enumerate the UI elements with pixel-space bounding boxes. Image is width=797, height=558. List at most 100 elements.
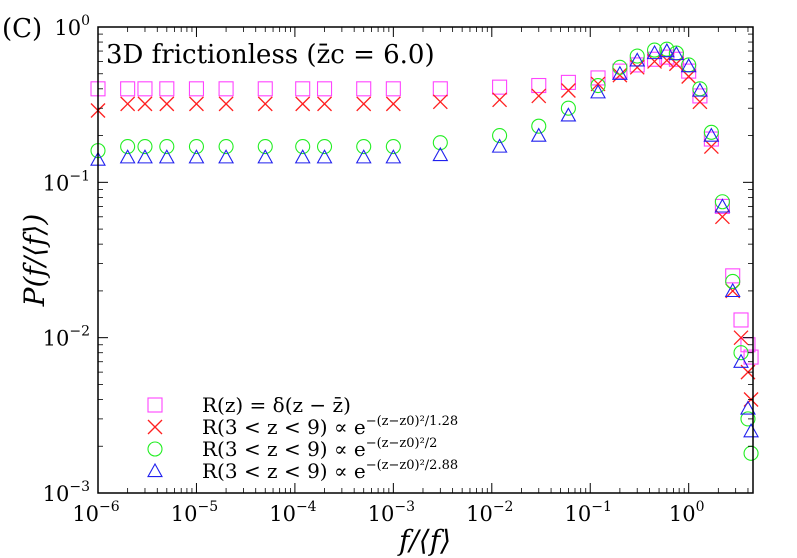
data-point	[733, 312, 749, 328]
data-point	[316, 81, 333, 97]
series-4	[90, 42, 759, 438]
data-point	[724, 282, 741, 298]
data-point	[188, 96, 204, 112]
data-point	[560, 74, 576, 90]
data-point	[646, 44, 663, 60]
x-axis-label: f/⟨f⟩	[397, 524, 451, 557]
x-tick-label: 10−2	[466, 499, 513, 526]
data-point	[188, 149, 205, 164]
data-point	[740, 411, 756, 427]
series-2	[90, 52, 759, 407]
data-point	[733, 330, 749, 346]
data-point	[137, 96, 153, 112]
series-1	[90, 49, 759, 365]
legend-entry-1: R(z) = δ(z − z̄)	[147, 393, 351, 417]
plot-area	[90, 41, 759, 461]
data-point	[703, 127, 720, 142]
data-point	[432, 146, 449, 162]
data-point	[257, 138, 273, 155]
data-point	[531, 118, 547, 134]
data-point	[295, 81, 311, 97]
data-point	[492, 79, 508, 95]
data-point	[432, 81, 448, 97]
data-point	[629, 52, 646, 67]
data-point	[159, 81, 175, 97]
chart-title: 3D frictionless (z̄c = 6.0)	[106, 40, 435, 70]
data-point	[740, 400, 756, 415]
data-point	[355, 149, 372, 164]
data-point	[531, 77, 547, 94]
y-axis-label: P(f/⟨f⟩)	[18, 214, 51, 308]
data-point	[658, 42, 675, 58]
data-point	[612, 59, 628, 75]
data-point	[218, 96, 234, 112]
legend-marker	[147, 397, 163, 413]
y-tick-label: 10−1	[43, 168, 90, 195]
data-point	[120, 81, 136, 97]
data-point	[629, 57, 645, 73]
y-tick-label: 100	[54, 13, 90, 40]
data-point	[316, 138, 333, 155]
data-point	[590, 76, 606, 92]
data-point	[257, 81, 273, 97]
data-point	[590, 77, 606, 94]
data-point	[612, 63, 628, 79]
y-tick-label: 10−3	[43, 479, 90, 506]
legend-label: R(z) = δ(z − z̄)	[202, 393, 351, 417]
data-point	[680, 57, 697, 73]
data-point	[137, 81, 153, 97]
data-point	[385, 96, 401, 112]
legend-marker	[147, 419, 163, 435]
data-point	[218, 138, 234, 155]
legend-entry-3: R(3 < z < 9) ∝ e−(z−z0)²/2	[147, 436, 437, 461]
data-point	[158, 149, 175, 164]
data-point	[137, 149, 153, 164]
data-point	[692, 94, 708, 110]
data-point	[295, 96, 311, 112]
data-point	[159, 138, 175, 155]
legend-entry-2: R(3 < z < 9) ∝ e−(z−z0)²/1.28	[147, 414, 458, 439]
data-point	[492, 92, 508, 108]
y-tick-label: 10−2	[43, 324, 90, 351]
data-point	[120, 138, 136, 155]
x-tick-label: 100	[669, 499, 705, 526]
legend-marker	[147, 441, 163, 457]
data-point	[691, 82, 708, 97]
data-point	[590, 70, 606, 86]
data-point	[385, 149, 402, 164]
data-point	[590, 84, 606, 99]
data-point	[119, 149, 136, 164]
data-point	[188, 81, 204, 97]
data-point	[159, 96, 175, 112]
data-point	[743, 423, 759, 438]
data-point	[560, 107, 577, 122]
x-tick-label: 10−4	[269, 499, 316, 526]
data-point	[385, 138, 401, 155]
data-point	[714, 198, 731, 213]
data-point	[432, 94, 448, 110]
panel-label: (C)	[2, 14, 42, 44]
data-point	[356, 138, 372, 155]
data-point	[317, 96, 332, 112]
x-tick-label: 10−6	[72, 499, 119, 526]
data-point	[432, 135, 448, 151]
data-point	[629, 48, 645, 64]
data-point	[725, 273, 741, 290]
data-point	[703, 124, 719, 140]
legend-label: R(3 < z < 9) ∝ e−(z−z0)²/1.28	[202, 414, 458, 439]
data-point	[703, 139, 719, 154]
data-point	[356, 81, 372, 97]
data-point	[257, 96, 273, 112]
data-point	[295, 138, 311, 155]
data-point	[218, 149, 235, 164]
data-point	[530, 127, 547, 142]
data-point	[294, 149, 311, 164]
data-point	[385, 81, 401, 97]
x-tick-label: 10−1	[565, 499, 612, 526]
data-point	[743, 445, 759, 461]
data-point	[316, 149, 333, 164]
data-point	[668, 45, 685, 61]
legend-label: R(3 < z < 9) ∝ e−(z−z0)²/2	[202, 436, 437, 461]
